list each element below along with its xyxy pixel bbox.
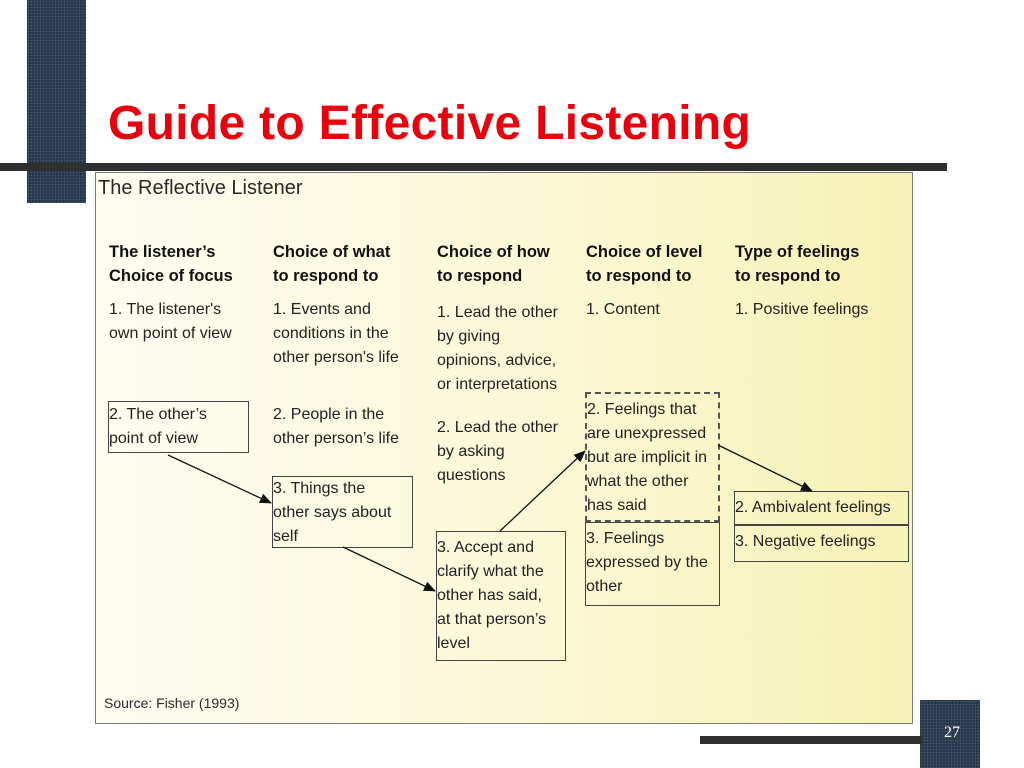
focus-item-1: 1. The listener's own point of view (109, 301, 232, 342)
feelings-item-2: 2. Ambivalent feelings (735, 499, 891, 516)
level-item-1: 1. Content (586, 301, 660, 318)
page-number: 27 (944, 724, 960, 741)
decor-block-bottom (920, 700, 980, 768)
decor-rule-top (0, 163, 947, 171)
column-header-feelings: Type of feelings to respond to (735, 243, 860, 285)
diagram-panel: The Reflective Listener The listener’s C… (95, 172, 913, 724)
level-item-2: 2. Feelings that are unexpressed but are… (587, 401, 708, 514)
feelings-item-1: 1. Positive feelings (735, 301, 869, 318)
how-item-2: 2. Lead the other by asking questions (437, 419, 558, 484)
source-note: Source: Fisher (1993) (104, 695, 240, 711)
level-item-3-box: 3. Feelings expressed by the other (585, 522, 720, 606)
column-header-what: Choice of what to respond to (273, 243, 391, 285)
what-item-3-box: 3. Things the other says about self (272, 476, 413, 548)
what-item-3: 3. Things the other says about self (273, 480, 392, 545)
arrow-focus-to-things (167, 454, 272, 504)
decor-rule-bottom (700, 736, 922, 744)
what-item-1: 1. Events and conditions in the other pe… (273, 301, 399, 366)
column-header-focus: The listener’s Choice of focus (109, 243, 233, 285)
level-item-3: 3. Feelings expressed by the other (586, 530, 708, 595)
level-item-2-box: 2. Feelings that are unexpressed but are… (585, 392, 720, 522)
arrow-unexpressed-to-ambivalent (717, 444, 813, 492)
column-header-how: Choice of how to respond (437, 243, 550, 285)
column-header-level: Choice of level to respond to (586, 243, 703, 285)
arrow-accept-to-unexpressed (499, 450, 586, 532)
feelings-item-3: 3. Negative feelings (735, 533, 876, 550)
what-item-2: 2. People in the other person’s life (273, 406, 399, 447)
arrow-things-to-accept (342, 546, 436, 592)
focus-item-2: 2. The other’s point of view (109, 406, 207, 447)
how-item-3-box: 3. Accept and clarify what the other has… (436, 531, 566, 661)
how-item-1: 1. Lead the other by giving opinions, ad… (437, 304, 558, 393)
diagram-subtitle: The Reflective Listener (98, 177, 303, 199)
focus-item-2-box: 2. The other’s point of view (108, 401, 249, 453)
feelings-item-3-box: 3. Negative feelings (734, 525, 909, 562)
feelings-item-2-box: 2. Ambivalent feelings (734, 491, 909, 525)
how-item-3: 3. Accept and clarify what the other has… (437, 539, 547, 652)
slide-title: Guide to Effective Listening (108, 97, 752, 150)
